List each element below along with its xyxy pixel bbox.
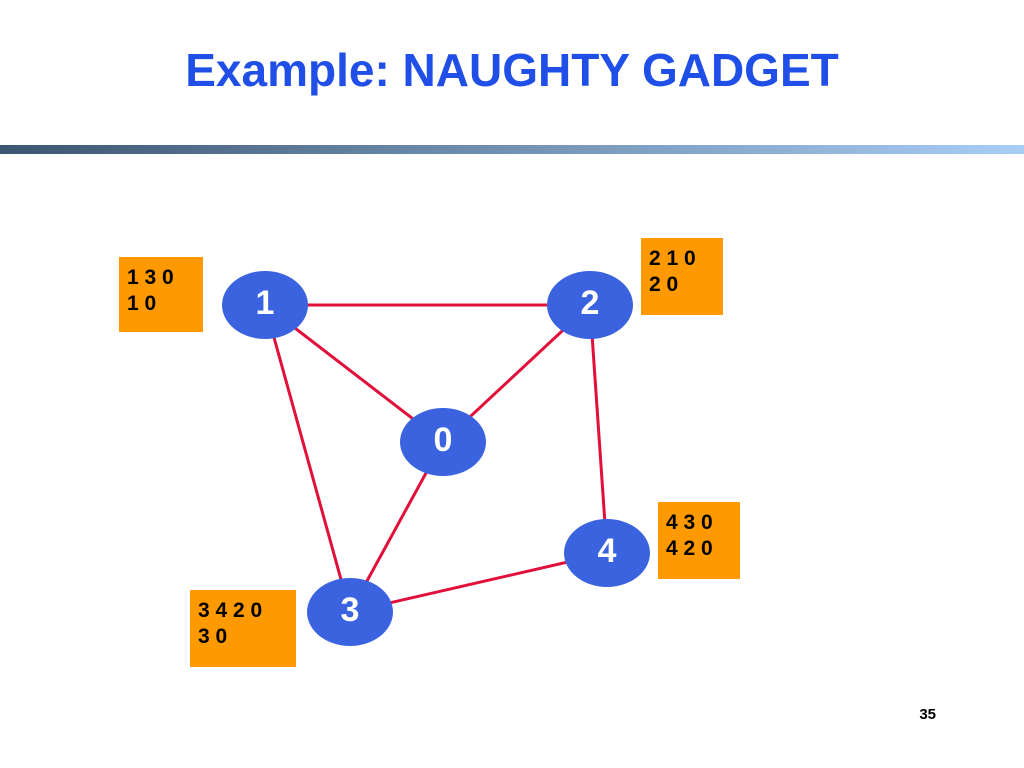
node-3-circle [307, 578, 393, 646]
edge-2-4 [588, 304, 609, 554]
path-box-line: 4 2 0 [666, 537, 713, 560]
path-box-line: 1 0 [127, 292, 156, 315]
node-2-circle [547, 271, 633, 339]
title-divider-bar [0, 145, 1024, 154]
node-4-label: 4 [598, 532, 617, 570]
path-box-background [190, 590, 296, 667]
path-box-line: 1 3 0 [127, 266, 174, 289]
path-box-line: 2 1 0 [649, 247, 696, 270]
slide-title: Example: NAUGHTY GADGET [185, 44, 839, 96]
boxes-layer: 1 3 0 1 0 2 1 0 2 0 4 3 0 4 2 0 3 4 2 0 3 0 [119, 238, 740, 667]
node-2: 2 [547, 271, 633, 339]
node-0: 0 [400, 408, 486, 476]
node-3-label: 3 [341, 591, 360, 629]
path-box-line: 3 0 [198, 625, 227, 648]
node-4: 4 [564, 519, 650, 587]
path-box-line: 4 3 0 [666, 511, 713, 534]
path-box-background [658, 502, 740, 579]
node-2-label: 2 [581, 284, 600, 322]
path-box-node-4: 4 3 0 4 2 0 [658, 502, 740, 579]
node-0-label: 0 [434, 421, 453, 459]
edge-4-3 [349, 551, 608, 614]
path-box-node-2: 2 1 0 2 0 [641, 238, 723, 315]
node-4-circle [564, 519, 650, 587]
path-box-node-3: 3 4 2 0 3 0 [190, 590, 296, 667]
nodes-layer: 0 1 2 3 4 [222, 271, 650, 646]
node-0-circle [400, 408, 486, 476]
node-3: 3 [307, 578, 393, 646]
path-box-line: 2 0 [649, 273, 678, 296]
edge-1-3 [263, 304, 352, 613]
path-box-background [641, 238, 723, 315]
path-box-node-1: 1 3 0 1 0 [119, 257, 203, 332]
node-1-circle [222, 271, 308, 339]
path-box-line: 3 4 2 0 [198, 599, 262, 622]
node-1: 1 [222, 271, 308, 339]
path-box-background [119, 257, 203, 332]
node-1-label: 1 [256, 284, 275, 322]
page-number: 35 [919, 706, 936, 723]
